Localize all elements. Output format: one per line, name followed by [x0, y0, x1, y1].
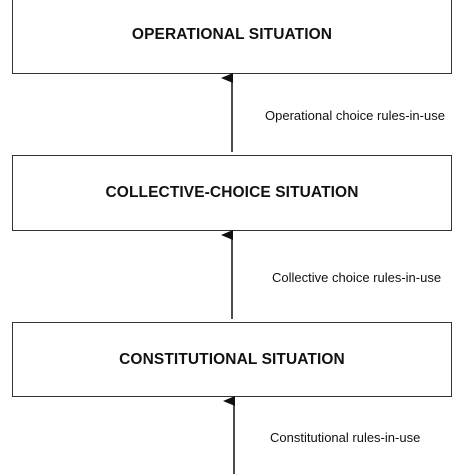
collective-choice-situation-title: COLLECTIVE-CHOICE SITUATION	[105, 184, 359, 201]
collective-choice-rules-label: Collective choice rules-in-use	[272, 270, 442, 285]
operational-situation-title: OPERATIONAL SITUATION	[131, 26, 333, 43]
collective-choice-situation-box: COLLECTIVE-CHOICE SITUATION	[12, 155, 452, 231]
constitutional-situation-box: CONSTITUTIONAL SITUATION	[12, 322, 452, 397]
constitutional-situation-title: CONSTITUTIONAL SITUATION	[119, 350, 345, 368]
constitutional-rules-label: Constitutional rules-in-use	[270, 430, 421, 445]
operational-choice-rules-label: Operational choice rules-in-use	[265, 108, 445, 123]
operational-situation-box: OPERATIONAL SITUATION	[12, 0, 452, 74]
